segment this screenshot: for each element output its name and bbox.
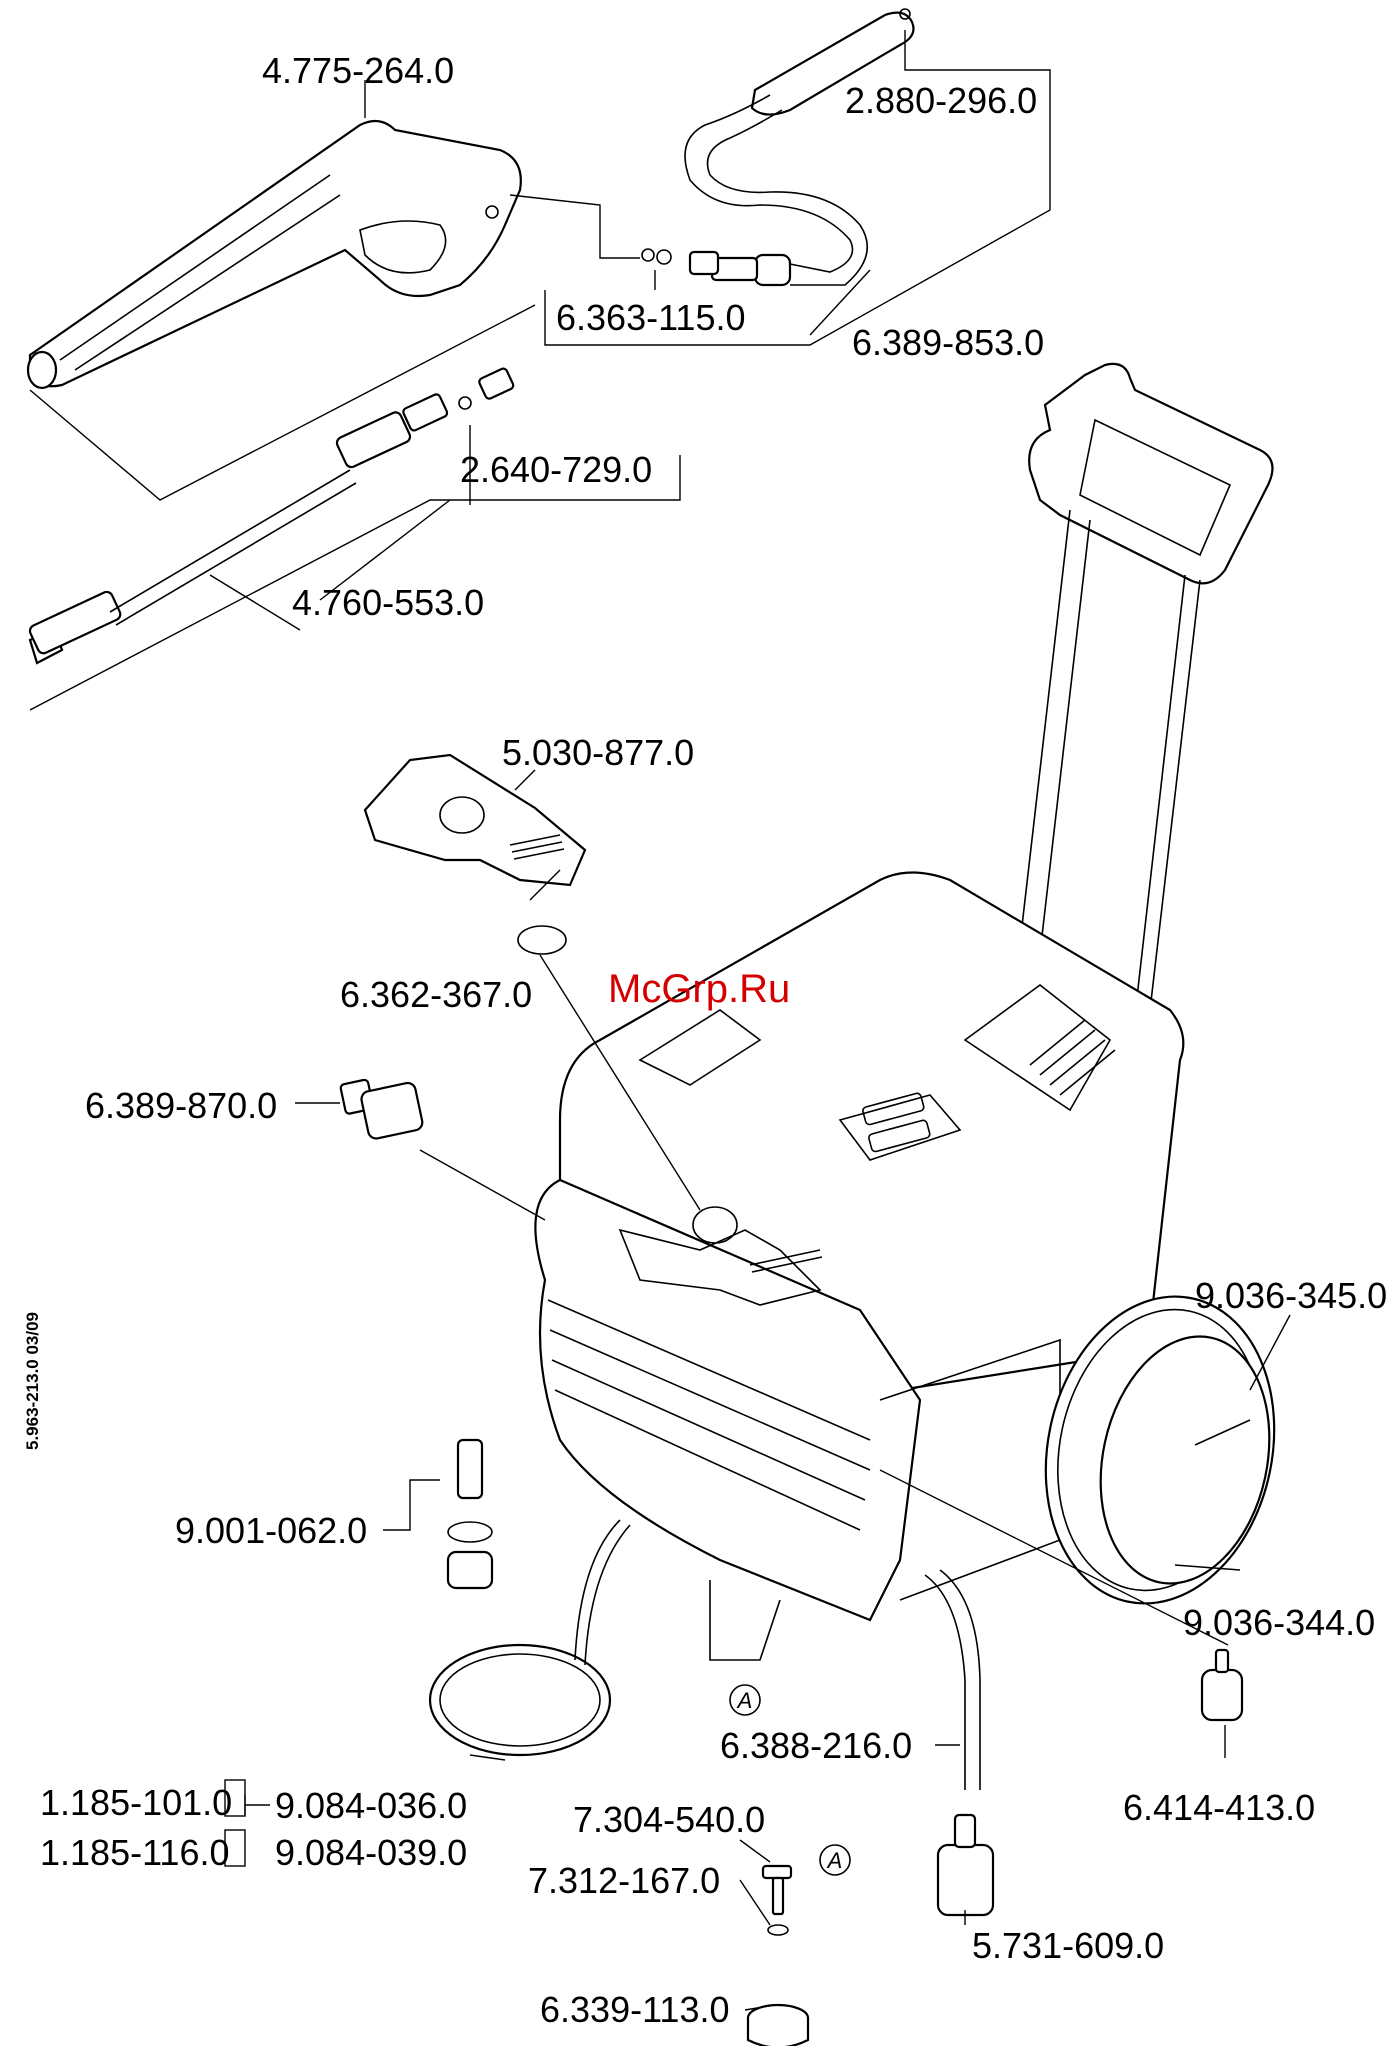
label-wheel: 9.036-344.0 xyxy=(1183,1602,1375,1643)
label-wheel-assembly: 9.036-345.0 xyxy=(1195,1275,1387,1316)
label-water-coupling: 6.389-870.0 xyxy=(85,1085,277,1126)
side-code: 5.963-213.0 03/09 xyxy=(23,1312,42,1450)
watermark: McGrp.Ru xyxy=(608,967,790,1011)
suction-filter-drawing xyxy=(1202,1650,1242,1720)
hose-grip-drawing xyxy=(685,9,914,285)
label-cable-2: 9.084-039.0 xyxy=(275,1832,467,1873)
label-cable-1: 9.084-036.0 xyxy=(275,1785,467,1826)
label-filter-set: 9.001-062.0 xyxy=(175,1510,367,1551)
label-cover: 5.030-877.0 xyxy=(502,732,694,773)
suction-hose-drawing xyxy=(925,1570,993,1915)
svg-text:A: A xyxy=(736,1688,753,1713)
water-coupling-drawing xyxy=(340,1079,424,1140)
label-model-2: 1.185-116.0 xyxy=(40,1832,230,1873)
label-lance: 4.760-553.0 xyxy=(292,582,484,623)
label-washer: 7.312-167.0 xyxy=(528,1860,720,1901)
callout-a-2: A xyxy=(820,1845,850,1875)
svg-text:A: A xyxy=(826,1848,843,1873)
label-suction-hose: 6.388-216.0 xyxy=(720,1725,912,1766)
cover-drawing xyxy=(365,755,585,885)
label-cover-oring: 6.362-367.0 xyxy=(340,974,532,1015)
label-oring-set: 6.363-115.0 xyxy=(556,297,746,338)
label-detergent-filter: 5.731-609.0 xyxy=(972,1925,1164,1966)
label-nozzle: 2.640-729.0 xyxy=(460,449,652,490)
label-screw: 7.304-540.0 xyxy=(573,1799,765,1840)
label-suction-filter: 6.414-413.0 xyxy=(1123,1787,1315,1828)
cover-oring-drawing xyxy=(518,926,566,954)
foot-parts-drawing xyxy=(748,1866,808,2046)
label-model-1: 1.185-101.0 xyxy=(40,1782,232,1823)
trigger-gun-drawing xyxy=(28,121,521,388)
label-gun: 4.775-264.0 xyxy=(262,50,454,91)
label-hose: 6.389-853.0 xyxy=(852,322,1044,363)
label-foot: 6.339-113.0 xyxy=(540,1989,730,2030)
filter-set-drawing xyxy=(448,1440,492,1588)
small-orings-drawing xyxy=(642,249,671,264)
callout-a-1: A xyxy=(730,1685,760,1715)
label-hose-grip: 2.880-296.0 xyxy=(845,80,1037,121)
